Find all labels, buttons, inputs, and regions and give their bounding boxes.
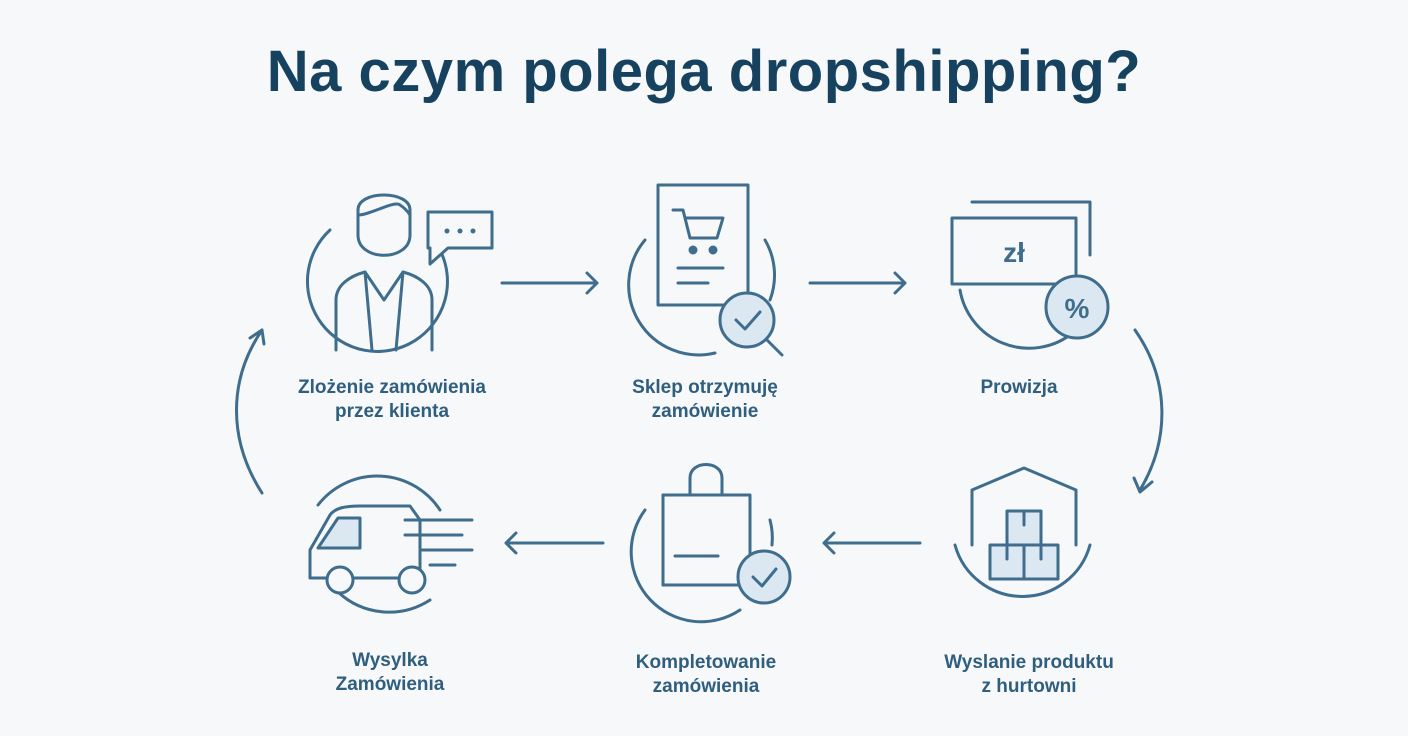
step-label-wholesale-shipping: Wyslanie produktu z hurtowni: [899, 651, 1159, 699]
step-label-order-delivery: Wysylka Zamówienia: [260, 649, 520, 697]
step-label-line1: Wysylka: [352, 650, 428, 671]
step-label-line2: przez klienta: [334, 401, 450, 422]
step-label-line1: Kompletowanie: [635, 652, 777, 673]
step-label-line2: Zamówienia: [335, 674, 445, 695]
step-label-line1: Wyslanie produktu: [944, 652, 1114, 673]
step-label-store-receives: Sklep otrzymuję zamówienie: [575, 376, 835, 424]
delivery-van-icon: [308, 474, 474, 614]
percent-symbol: %: [1065, 293, 1090, 324]
warehouse-icon: [953, 466, 1092, 598]
arrow-left-1: [822, 531, 922, 555]
flow-arrows: [235, 271, 1164, 555]
arrow-curve-down: [1132, 328, 1164, 494]
shopping-bag-check-icon: [629, 463, 792, 624]
arrow-left-2: [504, 531, 605, 555]
arrow-right-2: [808, 271, 907, 295]
step-label-line1: Prowizja: [980, 377, 1058, 398]
customer-chat-icon: [306, 193, 494, 353]
step-label-commission: Prowizja: [889, 376, 1149, 400]
step-label-line2: z hurtowni: [981, 676, 1077, 697]
currency-symbol: zł: [1003, 237, 1025, 268]
step-label-line2: zamówienia: [652, 676, 760, 697]
step-label-order-placed: Zlożenie zamówienia przez klienta: [262, 376, 522, 424]
arrow-curve-up: [235, 328, 266, 495]
step-label-line1: Zlożenie zamówienia: [298, 377, 486, 398]
step-label-line1: Sklep otrzymuję: [632, 377, 778, 398]
commission-percent-icon: zł %: [950, 200, 1110, 350]
step-label-order-packing: Kompletowanie zamówienia: [576, 651, 836, 699]
page-title: Na czym polega dropshipping?: [266, 39, 1142, 104]
arrow-right-1: [500, 271, 599, 295]
step-label-line2: zamówienie: [651, 401, 759, 422]
store-order-check-icon: [627, 183, 784, 357]
